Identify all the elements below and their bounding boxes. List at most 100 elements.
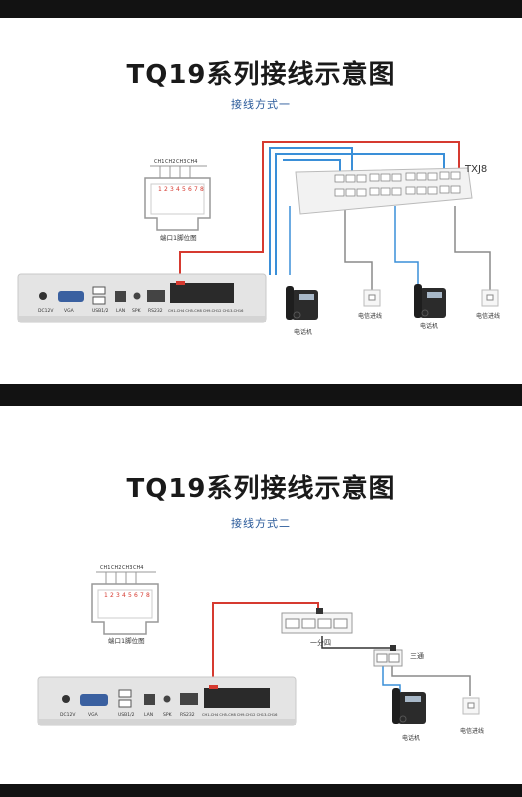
- blue-wire-phone-2: [394, 206, 419, 288]
- pin-3: 3: [170, 186, 174, 193]
- pin2-5: 5: [128, 592, 132, 599]
- ch1-label: CH1: [154, 159, 164, 165]
- port-rs232-label: RS232: [148, 308, 163, 314]
- port-lan-label: LAN: [116, 308, 125, 314]
- blue-wire-a: [269, 147, 353, 275]
- phone-3: 电话机: [392, 688, 426, 742]
- bottom-band: [0, 784, 522, 797]
- panel-label: TXJ8: [464, 164, 487, 175]
- splitter-label: 一分四: [310, 638, 331, 647]
- red-wire: [179, 141, 460, 281]
- pinout-diagram-2: CH1 CH2 CH3 CH4 1 2 3 4 5 6 7 8 端口1脚位图: [91, 565, 159, 645]
- diagram-2-subtitle: 接线方式二: [231, 517, 291, 530]
- diagram-1-title: TQ19系列接线示意图: [126, 60, 396, 90]
- pinout-diagram-1: CH1 CH2 CH3 CH4 1 2 3 4 5 6 7 8 端口1脚位图: [144, 159, 211, 242]
- ch2-label-2: CH2: [111, 565, 121, 571]
- ch-ports-icon: [170, 283, 234, 303]
- usb-port-2-icon-2: [118, 699, 132, 708]
- pin2-6: 6: [134, 592, 138, 599]
- splitter-1-to-4: 一分四: [281, 608, 353, 647]
- patch-panel-txj8: TXJ8: [295, 164, 487, 215]
- pin-1: 1: [158, 186, 162, 193]
- ch3-label-2: CH3: [122, 565, 132, 571]
- pin-5: 5: [182, 186, 186, 193]
- port2-spk-label: SPK: [163, 712, 173, 718]
- rs232-port-icon: [147, 290, 165, 302]
- lan-port-icon: [115, 291, 126, 302]
- usb-port-2-icon: [92, 296, 106, 305]
- port2-usb-label: USB1/2: [118, 712, 135, 718]
- port2-rs232-label: RS232: [180, 712, 195, 718]
- spk-jack-icon-2: [163, 695, 171, 703]
- phone-3-label: 电话机: [402, 734, 420, 742]
- pin-2: 2: [164, 186, 168, 193]
- pin2-3: 3: [116, 592, 120, 599]
- phone-1: 电话机: [286, 286, 318, 336]
- lan-port-icon-2: [144, 694, 155, 705]
- pin2-4: 4: [122, 592, 126, 599]
- line-3-label: 电信进线: [460, 727, 484, 735]
- tee-adapter: 三通: [373, 645, 424, 667]
- dc12v-jack-icon: [39, 292, 47, 300]
- ch4-label: CH4: [187, 159, 197, 165]
- port-dc12v-label: DC12V: [38, 308, 54, 314]
- middle-band: [0, 384, 522, 406]
- pin2-7: 7: [140, 592, 144, 599]
- spk-jack-icon: [133, 292, 141, 300]
- tee-label: 三通: [410, 651, 424, 660]
- top-band: [0, 0, 522, 18]
- wall-plate-2: 电信进线: [476, 289, 500, 320]
- device-2: DC12V VGA USB1/2 LAN SPK RS232 CH1-CH4 C…: [37, 676, 297, 726]
- tee-to-line: [391, 666, 471, 696]
- ch1-label-2: CH1: [100, 565, 110, 571]
- splitter-to-tee: [321, 636, 392, 649]
- port2-lan-label: LAN: [144, 712, 153, 718]
- ch3-label: CH3: [176, 159, 186, 165]
- pin2-1: 1: [104, 592, 108, 599]
- pin2-2: 2: [110, 592, 114, 599]
- usb-port-1-icon-2: [118, 689, 132, 698]
- phone-2: 电话机: [414, 284, 446, 330]
- device-1: DC12V VGA USB1/2 LAN SPK RS232 CH1-CH4 C…: [17, 273, 267, 323]
- wall-plate-3: 电信进线: [460, 697, 484, 735]
- port-ch-label: CH1-CH4 CH5-CH8 CH9-CH12 CH13-CH16: [168, 309, 244, 313]
- phone-2-label: 电话机: [420, 322, 438, 330]
- pin-4: 4: [176, 186, 180, 193]
- pin2-8: 8: [146, 592, 150, 599]
- vga-port-icon-2: [80, 694, 108, 706]
- blue-wire-b: [275, 153, 445, 275]
- line-2-label: 电信进线: [476, 312, 500, 320]
- diagram-2-title: TQ19系列接线示意图: [126, 474, 396, 504]
- diagram-1-subtitle: 接线方式一: [231, 98, 291, 111]
- line-1-label: 电信进线: [358, 312, 382, 320]
- gray-wire-line-2: [454, 206, 491, 290]
- ch-ports-icon-2: [204, 688, 270, 708]
- port-spk-label: SPK: [132, 308, 142, 314]
- phone-1-label: 电话机: [294, 328, 312, 336]
- rs232-port-icon-2: [180, 693, 198, 705]
- pin-6: 6: [188, 186, 192, 193]
- pinout-caption-2: 端口1脚位图: [108, 636, 145, 645]
- port2-dc12v-label: DC12V: [60, 712, 76, 718]
- diagram-1-drawing: CH1 CH2 CH3 CH4 1 2 3 4 5 6 7 8 端口1脚位图: [17, 141, 500, 336]
- pin-7: 7: [194, 186, 198, 193]
- port2-ch-label: CH1-CH4 CH5-CH8 CH9-CH12 CH13-CH16: [202, 713, 278, 717]
- usb-port-1-icon: [92, 286, 106, 295]
- pin-8: 8: [200, 186, 204, 193]
- port-vga-label: VGA: [64, 308, 75, 314]
- wall-plate-1: 电信进线: [358, 289, 382, 320]
- gray-wire-line-1: [344, 206, 373, 290]
- diagram-2-wires: [212, 602, 471, 696]
- port2-vga-label: VGA: [88, 712, 99, 718]
- diagram-1-wires: [179, 141, 491, 290]
- tee-to-phone: [382, 666, 401, 692]
- dc12v-jack-icon-2: [62, 695, 70, 703]
- red-wire-2: [212, 602, 319, 684]
- ch4-label-2: CH4: [133, 565, 143, 571]
- vga-port-icon: [58, 291, 84, 302]
- ch2-label: CH2: [165, 159, 175, 165]
- pinout-caption: 端口1脚位图: [160, 233, 197, 242]
- blue-wire-c: [283, 159, 341, 174]
- port-usb-label: USB1/2: [92, 308, 109, 314]
